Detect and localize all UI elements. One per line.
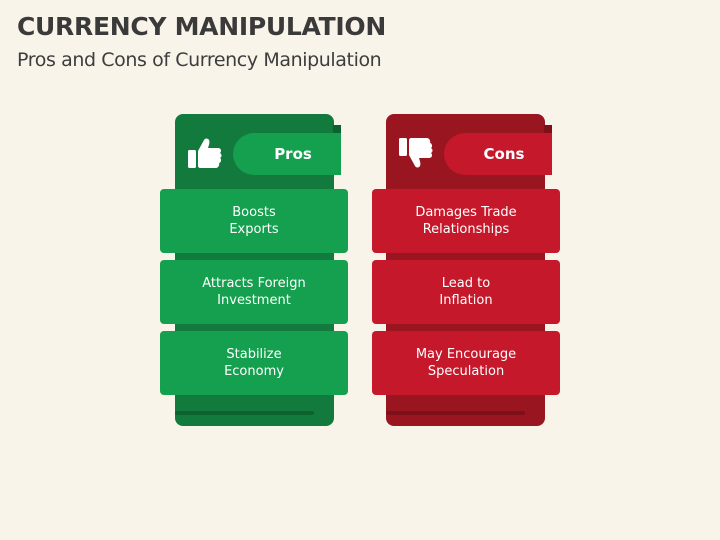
- cons-item-1: Damages Trade Relationships: [372, 189, 560, 253]
- thumbs-down-icon: [398, 136, 434, 170]
- pros-item-2-text: Attracts Foreign Investment: [202, 276, 306, 308]
- cons-item-2: Lead to Inflation: [372, 260, 560, 324]
- cons-header-tab: Cons: [444, 133, 552, 175]
- cons-list: Damages Trade Relationships Lead to Infl…: [372, 189, 560, 402]
- pros-item-1-text: Boosts Exports: [229, 205, 279, 237]
- cons-item-3: May Encourage Speculation: [372, 331, 560, 395]
- cons-tab-fold: [544, 125, 552, 135]
- cons-item-2-text: Lead to Inflation: [439, 276, 493, 308]
- pros-item-3: Stabilize Economy: [160, 331, 348, 395]
- pros-header-tab: Pros: [233, 133, 341, 175]
- page-subtitle: Pros and Cons of Currency Manipulation: [17, 49, 382, 71]
- pros-item-1: Boosts Exports: [160, 189, 348, 253]
- cons-label: Cons: [483, 145, 525, 163]
- pros-bottom-bar: [175, 411, 314, 415]
- cons-item-1-text: Damages Trade Relationships: [415, 205, 517, 237]
- pros-list: Boosts Exports Attracts Foreign Investme…: [160, 189, 348, 402]
- cons-bottom-bar: [386, 411, 525, 415]
- pros-tab-fold: [333, 125, 341, 135]
- pros-item-3-text: Stabilize Economy: [224, 347, 284, 379]
- pros-label: Pros: [274, 145, 312, 163]
- cons-item-3-text: May Encourage Speculation: [415, 347, 517, 379]
- pros-item-2: Attracts Foreign Investment: [160, 260, 348, 324]
- thumbs-up-icon: [187, 136, 223, 170]
- page-title: CURRENCY MANIPULATION: [17, 12, 386, 41]
